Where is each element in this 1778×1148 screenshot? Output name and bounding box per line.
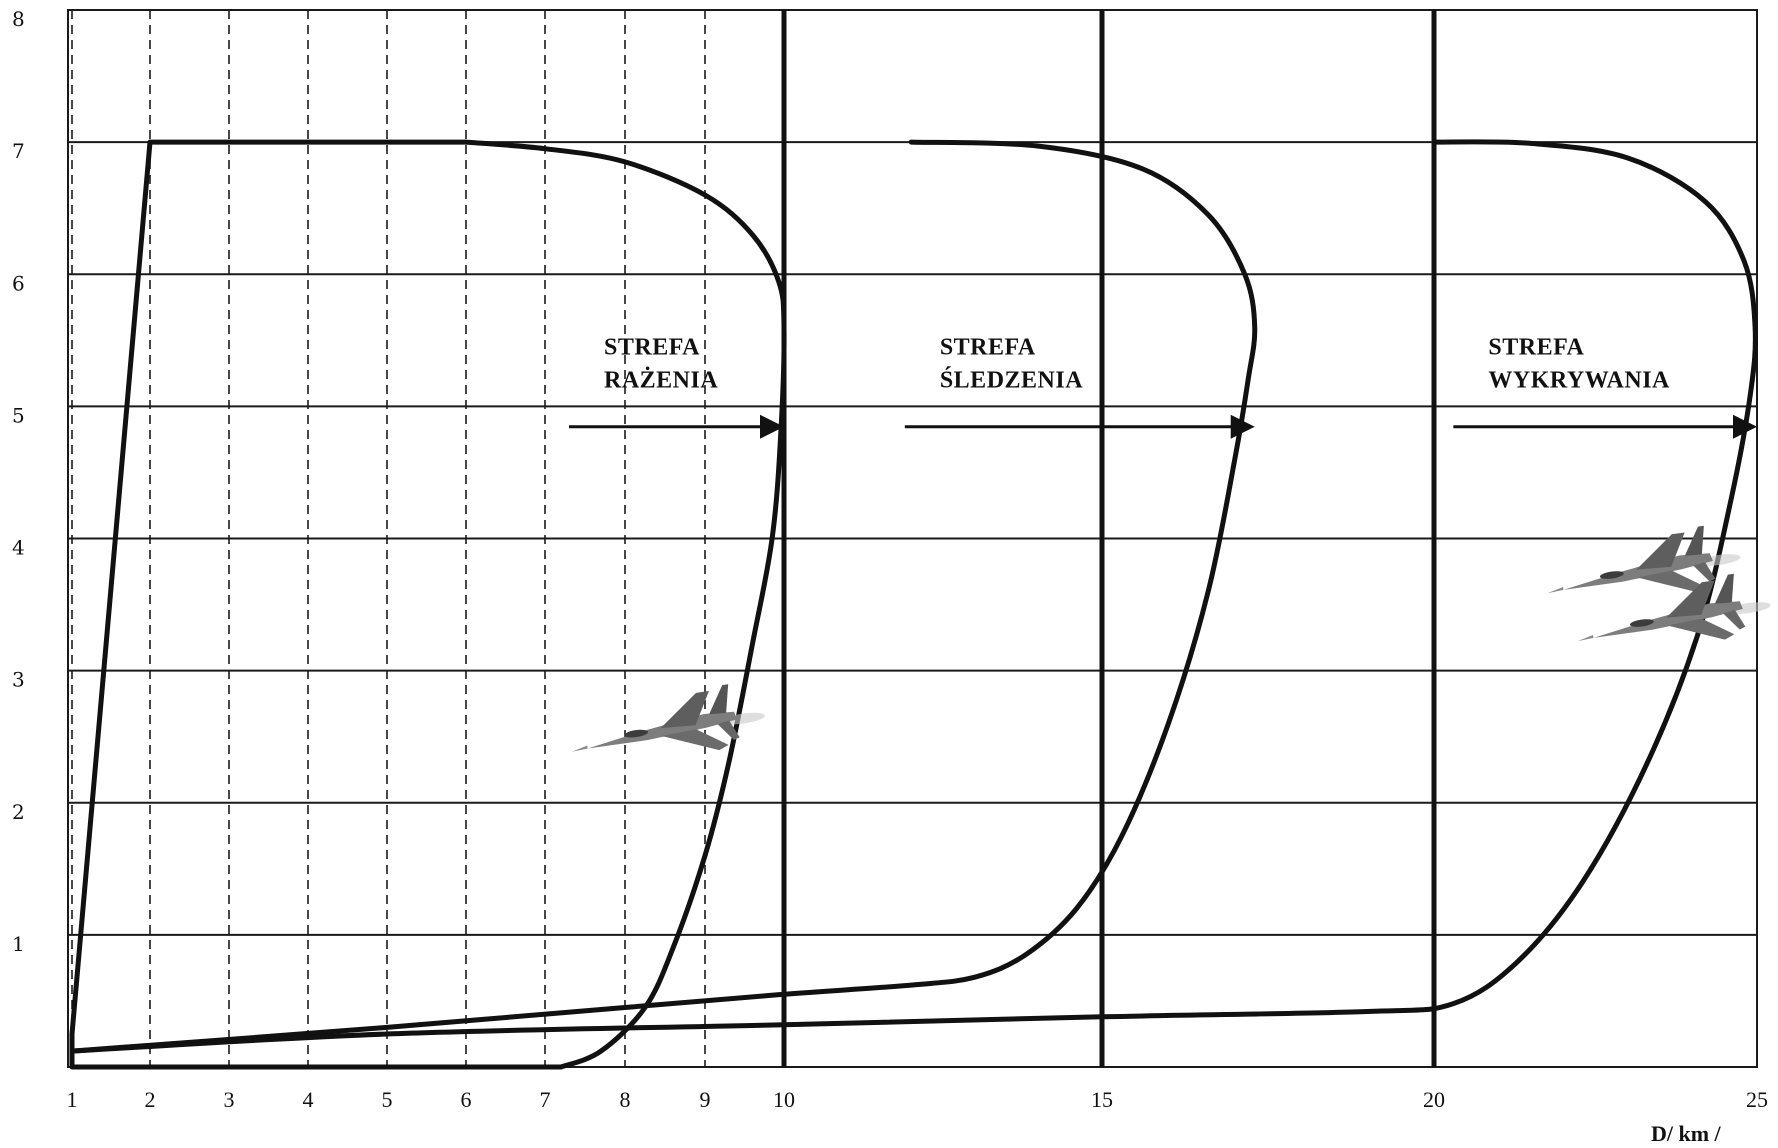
x-tick-label-1: 1 [67,1087,78,1112]
x-axis-unit-label: D/ km / [1651,1121,1722,1146]
y-tick-label-6: 6 [12,271,25,295]
strefa-sledzenia-label-line-1: STREFA [940,335,1036,361]
chart-grid [68,10,1757,1067]
x-tick-label-10: 10 [773,1087,795,1112]
x-tick-label-5: 5 [382,1087,393,1112]
axis-ticks: 1 2 3 4 5 6 7 8 1 2 3 4 5 6 7 8 9 10 15 20 25 [12,7,1768,1112]
x-tick-label-25: 25 [1746,1087,1768,1112]
strefa-razenia-curve [72,142,784,1067]
y-tick-label-3: 3 [12,668,25,692]
strefa-sledzenia-curve [72,142,1255,1051]
x-tick-label-3: 3 [224,1087,235,1112]
strefa-razenia-label-line-1: STREFA [604,335,700,361]
strefa-razenia-label-line-2: RAŻENIA [604,368,718,394]
x-tick-label-7: 7 [540,1087,551,1112]
x-tick-label-2: 2 [145,1087,156,1112]
aircraft-markers [566,521,1775,770]
x-tick-label-8: 8 [620,1087,631,1112]
zone-labels: STREFA RAŻENIA STREFA ŚLEDZENIA STREFA WYKRYW… [569,335,1757,439]
y-tick-label-7: 7 [12,139,25,163]
y-tick-label-4: 4 [12,536,25,560]
x-tick-label-20: 20 [1423,1087,1445,1112]
y-tick-label-5: 5 [12,403,25,427]
x-tick-label-4: 4 [303,1087,314,1112]
x-tick-label-15: 15 [1091,1087,1113,1112]
strefa-wykrywania-label-line-1: STREFA [1488,335,1584,361]
x-tick-label-9: 9 [700,1087,711,1112]
strefa-wykrywania-label-line-2: WYKRYWANIA [1488,368,1670,394]
strefa-wykrywania-curve [72,142,1755,1051]
y-tick-label-8: 8 [12,7,25,31]
zone-curves [72,142,1755,1067]
y-tick-label-1: 1 [12,932,25,956]
strefa-sledzenia-label-line-2: ŚLEDZENIA [940,367,1083,394]
x-tick-label-6: 6 [461,1087,472,1112]
y-tick-label-2: 2 [12,800,25,824]
